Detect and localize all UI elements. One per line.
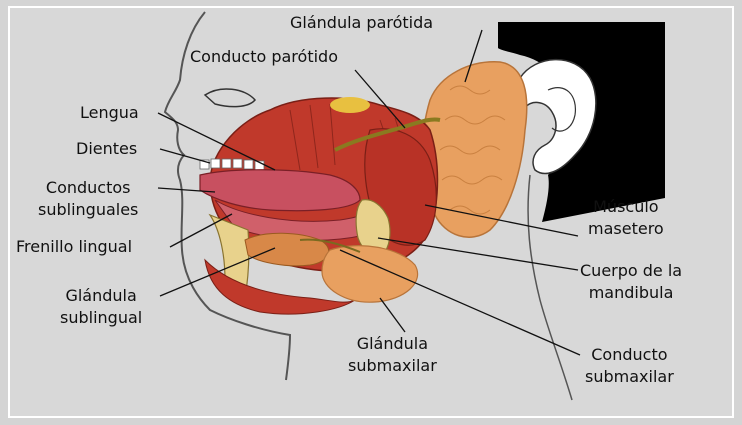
fat-pad	[330, 97, 370, 113]
label-frenillo-lingual-text: Frenillo lingual	[16, 237, 132, 256]
label-glandula-parotida-text: Glándula parótida	[290, 13, 433, 32]
label-musculo-masetero: Músculo masetero	[588, 196, 664, 240]
label-conductos-sublinguales-line1: Conductos	[38, 177, 138, 199]
label-glandula-parotida: Glándula parótida	[290, 12, 433, 34]
label-musculo-masetero-line2: masetero	[588, 218, 664, 240]
label-musculo-masetero-line1: Músculo	[588, 196, 664, 218]
label-conducto-submaxilar-line1: Conducto	[585, 344, 674, 366]
label-glandula-submaxilar-line2: submaxilar	[348, 355, 437, 377]
label-dientes-text: Dientes	[76, 139, 137, 158]
label-frenillo-lingual: Frenillo lingual	[16, 236, 132, 258]
label-lengua: Lengua	[80, 102, 139, 124]
label-cuerpo-mandibula-line1: Cuerpo de la	[580, 260, 682, 282]
label-cuerpo-mandibula: Cuerpo de la mandibula	[580, 260, 682, 304]
label-glandula-submaxilar: Glándula submaxilar	[348, 333, 437, 377]
label-conductos-sublinguales-line2: sublinguales	[38, 199, 138, 221]
label-cuerpo-mandibula-line2: mandibula	[580, 282, 682, 304]
label-conducto-parotido-text: Conducto parótido	[190, 47, 338, 66]
label-glandula-sublingual-line1: Glándula	[60, 285, 142, 307]
label-glandula-sublingual: Glándula sublingual	[60, 285, 142, 329]
label-glandula-submaxilar-line1: Glándula	[348, 333, 437, 355]
label-glandula-sublingual-line2: sublingual	[60, 307, 142, 329]
label-conducto-parotido: Conducto parótido	[190, 46, 338, 68]
label-conducto-submaxilar-line2: submaxilar	[585, 366, 674, 388]
label-conductos-sublinguales: Conductos sublinguales	[38, 177, 138, 221]
label-conducto-submaxilar: Conducto submaxilar	[585, 344, 674, 388]
label-dientes: Dientes	[76, 138, 137, 160]
label-lengua-text: Lengua	[80, 103, 139, 122]
